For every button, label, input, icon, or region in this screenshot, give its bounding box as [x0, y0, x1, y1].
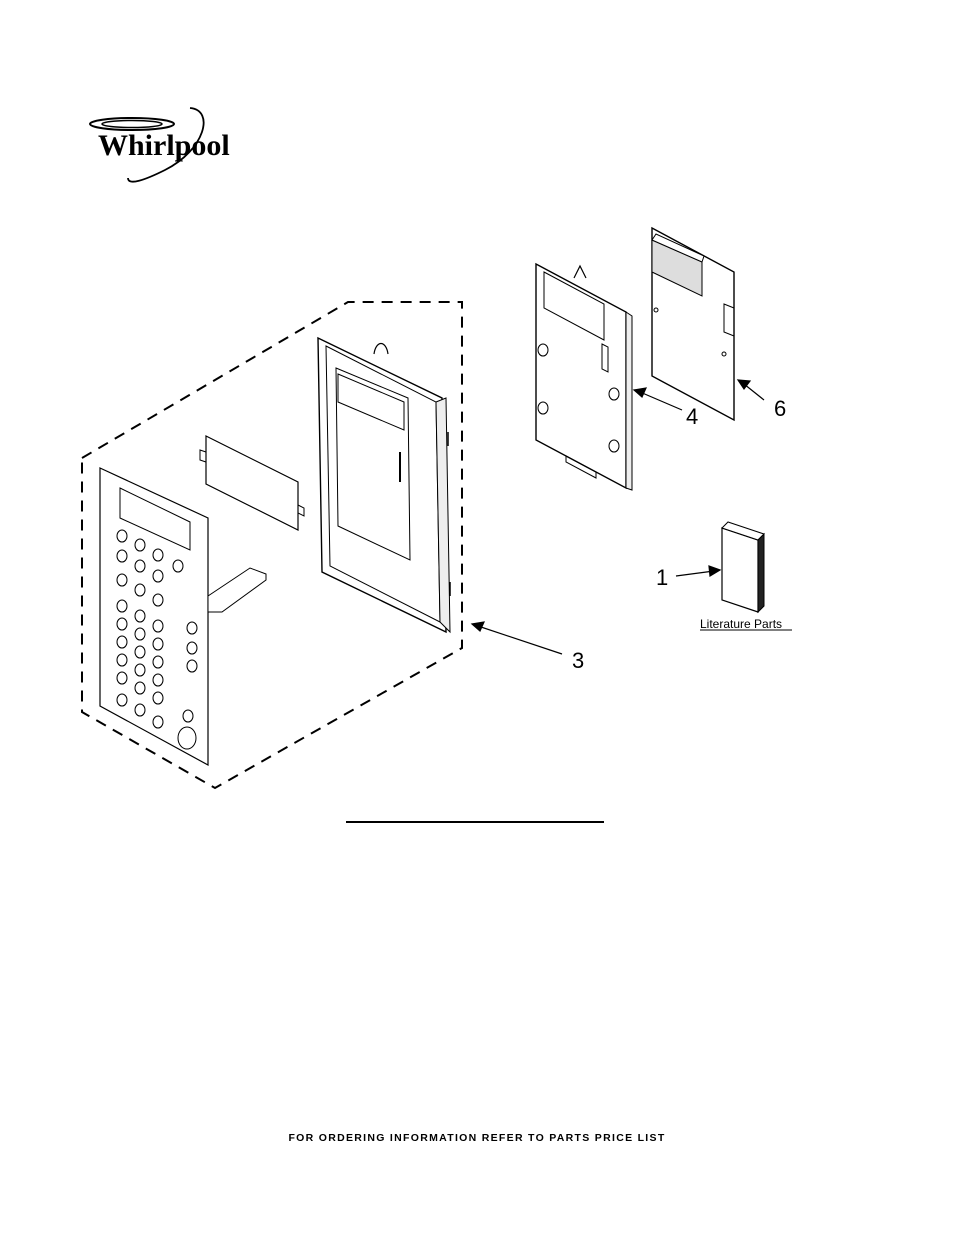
callout-1: 1 — [656, 565, 668, 590]
door-assembly-outline — [81, 301, 463, 790]
control-board — [651, 226, 735, 422]
callout-leaders — [470, 379, 765, 655]
display-window — [199, 435, 305, 531]
door-frame — [317, 336, 451, 634]
callout-6: 6 — [774, 396, 786, 421]
brand-name: Whirlpool — [98, 129, 230, 162]
literature-booklet — [721, 521, 765, 614]
literature-parts-label: Literature Parts — [700, 617, 782, 631]
control-bracket — [535, 262, 633, 491]
footer-note: FOR ORDERING INFORMATION REFER TO PARTS … — [288, 1132, 666, 1144]
whirlpool-logo: Whirlpool — [89, 107, 230, 183]
control-panel-overlay — [99, 467, 267, 767]
callout-3: 3 — [572, 648, 584, 673]
callout-4: 4 — [686, 404, 698, 429]
